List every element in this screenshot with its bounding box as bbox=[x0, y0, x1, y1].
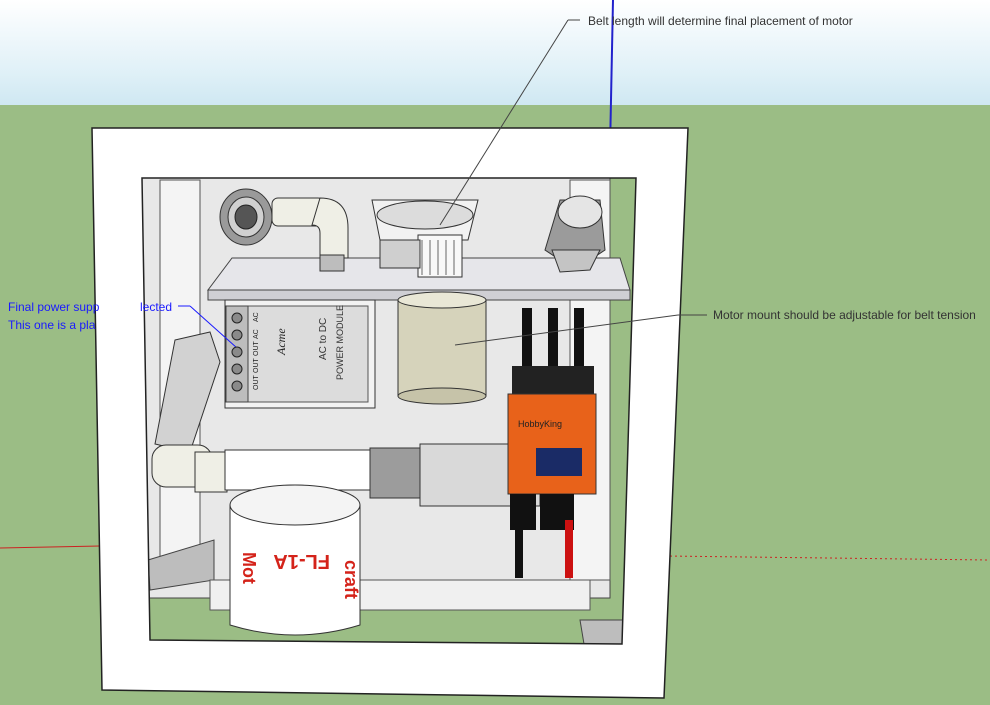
oil-filter[interactable] bbox=[229, 484, 361, 636]
outer-frame[interactable] bbox=[91, 127, 689, 699]
sky-background bbox=[0, 0, 990, 105]
terminal-screw[interactable] bbox=[231, 329, 243, 341]
power-module[interactable] bbox=[224, 299, 376, 409]
terminal-screw[interactable] bbox=[231, 346, 243, 358]
filter-model-label: FL-1A bbox=[273, 550, 330, 572]
terminal-label: OUT bbox=[253, 358, 260, 374]
terminal-label: AC bbox=[253, 329, 260, 339]
belt-pulley[interactable] bbox=[371, 199, 479, 278]
terminal-screw[interactable] bbox=[231, 363, 243, 375]
power-supply-note-line2[interactable]: This one is a pla bbox=[8, 318, 96, 332]
power-supply-note-line1[interactable]: Final power supp bbox=[8, 300, 100, 314]
power-module-title-1: AC to DC bbox=[318, 318, 329, 360]
rotated-fitting[interactable] bbox=[544, 195, 606, 273]
power-supply-note-line1-end[interactable]: lected bbox=[140, 300, 173, 314]
vertical-pipe[interactable] bbox=[151, 331, 228, 493]
axis-red-line bbox=[0, 545, 101, 549]
esc-brand-label: HobbyKing bbox=[518, 419, 562, 429]
motor-can[interactable] bbox=[397, 291, 487, 405]
motor-mount-note[interactable]: Motor mount should be adjustable for bel… bbox=[713, 308, 976, 322]
terminal-screw[interactable] bbox=[231, 312, 243, 324]
power-module-title-2: POWER MODULE bbox=[335, 305, 345, 380]
belt-length-note[interactable]: Belt length will determine final placeme… bbox=[588, 14, 853, 28]
filter-brand-right: craft bbox=[341, 560, 361, 599]
filter-brand-left: Mot bbox=[239, 552, 259, 584]
speed-controller[interactable] bbox=[507, 308, 597, 578]
axis-red-dotted-line bbox=[664, 555, 990, 561]
power-module-brand: Acme bbox=[274, 328, 288, 356]
leader-lines bbox=[178, 19, 707, 349]
terminal-label: AC bbox=[253, 312, 260, 322]
bulkhead-fitting[interactable] bbox=[219, 188, 273, 246]
terminal-screw[interactable] bbox=[231, 380, 243, 392]
pipe-elbow-top[interactable] bbox=[271, 197, 349, 272]
terminal-label: OUT bbox=[253, 375, 260, 391]
terminal-label: OUT bbox=[253, 341, 260, 357]
